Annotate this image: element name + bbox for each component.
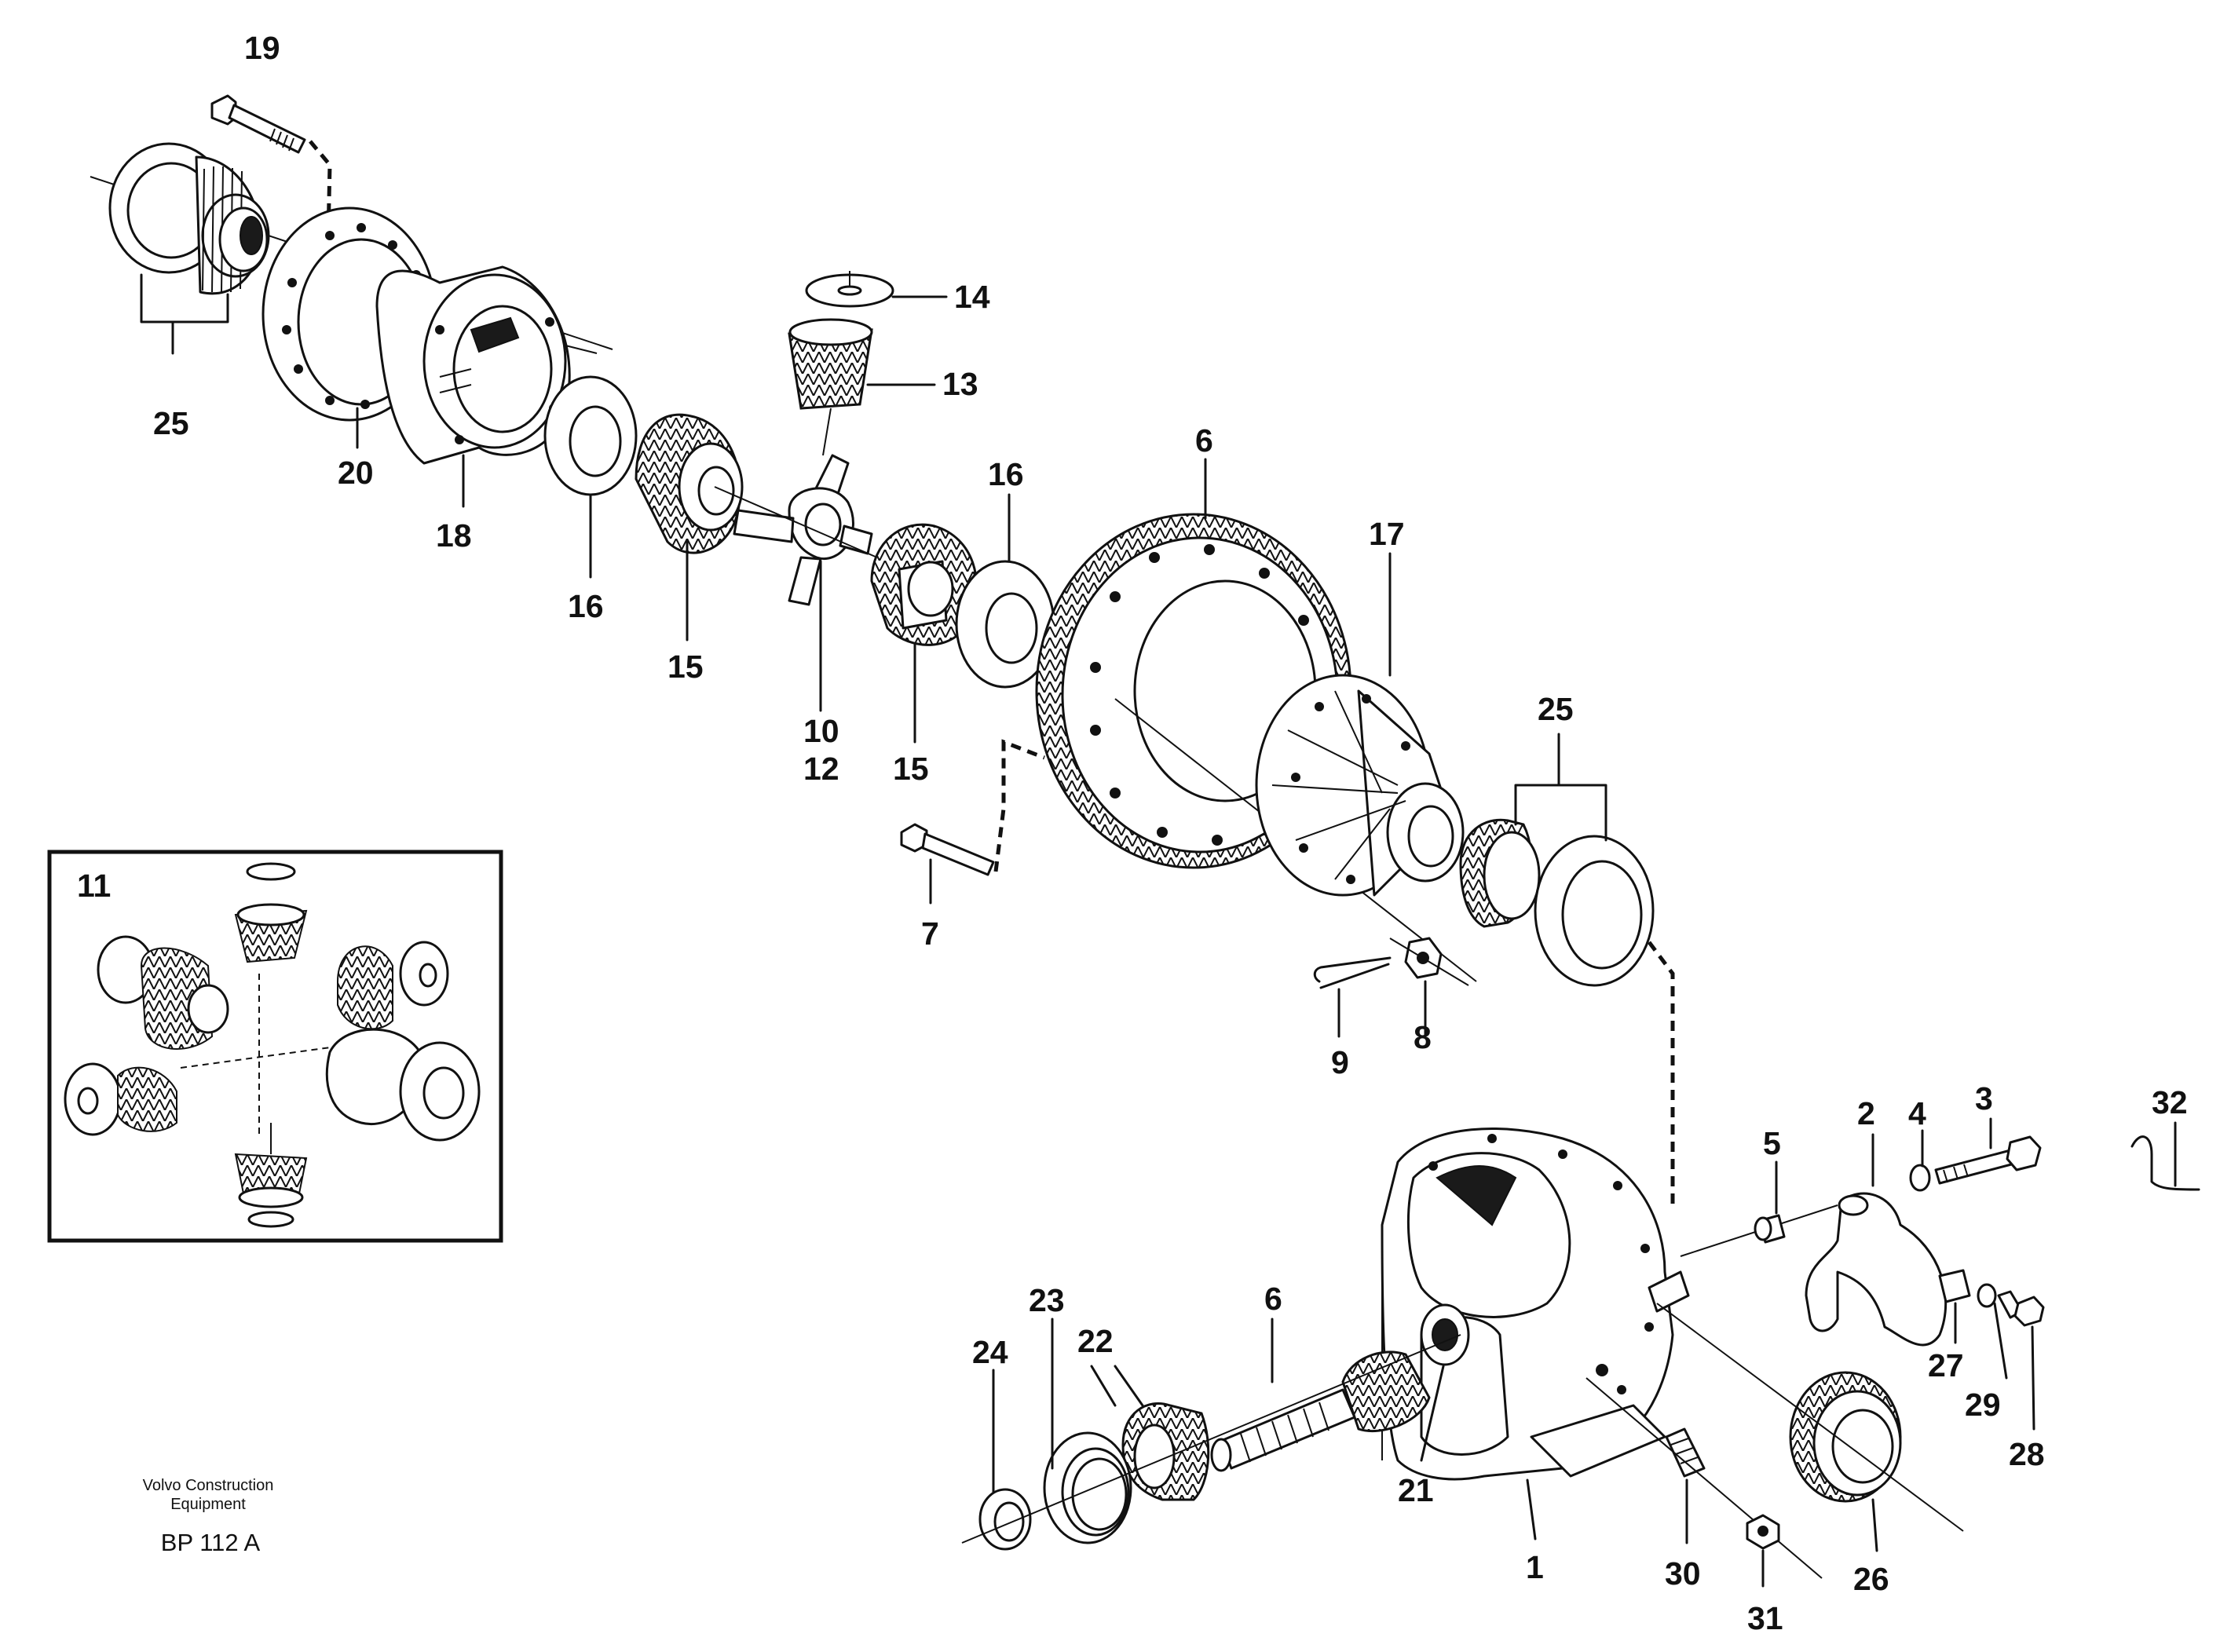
bearing-set-25-upper — [90, 142, 613, 355]
seal-24 — [961, 1334, 1461, 1551]
label-28: 28 — [2009, 1436, 2045, 1472]
bolt-3 — [1934, 1117, 2042, 1185]
footer-block: Volvo Construction Equipment BP 112 A — [143, 1477, 274, 1556]
label-25-upper: 25 — [153, 405, 189, 441]
label-10: 10 — [803, 713, 839, 749]
label-19: 19 — [244, 30, 280, 66]
crown-wheel-6 — [1035, 458, 1477, 982]
label-15-left: 15 — [667, 649, 704, 685]
nut-31 — [1746, 1514, 1780, 1588]
label-30: 30 — [1665, 1555, 1701, 1592]
bearing-cup-23 — [1043, 1318, 1132, 1544]
symbol-32 — [2130, 1121, 2200, 1191]
label-16-left: 16 — [568, 588, 604, 624]
thrust-washer-14 — [805, 271, 948, 308]
thrust-washer-16-right — [955, 493, 1055, 689]
pilot-bearing-21 — [1420, 1303, 1470, 1462]
washer-29 — [1977, 1283, 2008, 1380]
label-1: 1 — [1526, 1549, 1544, 1585]
label-14: 14 — [954, 279, 990, 315]
label-29: 29 — [1965, 1387, 2001, 1423]
castle-nut-8 — [1389, 937, 1469, 1038]
differential-case-17 — [1255, 552, 1465, 897]
label-22: 22 — [1077, 1323, 1114, 1359]
bolt-7 — [900, 823, 995, 905]
part-labels: 19 25 20 18 16 15 14 13 10 12 15 16 6 17… — [153, 30, 2188, 1636]
bearing-cap-2 — [1680, 1133, 1948, 1347]
label-5: 5 — [1763, 1125, 1781, 1161]
label-6-pinion: 6 — [1264, 1281, 1282, 1317]
bolt-28 — [1997, 1290, 2045, 1431]
label-26: 26 — [1853, 1561, 1889, 1597]
label-27: 27 — [1928, 1347, 1964, 1383]
label-6-crown: 6 — [1195, 422, 1213, 459]
inset-label: 11 — [77, 868, 111, 904]
lock-plate-27 — [1938, 1269, 1971, 1344]
pinion-gear-13 — [788, 318, 936, 456]
bearing-cone-22 — [1090, 1365, 1210, 1501]
label-20: 20 — [338, 455, 374, 491]
breather-plug-30 — [1585, 1377, 1823, 1579]
label-24: 24 — [972, 1334, 1008, 1370]
label-16-right: 16 — [988, 456, 1024, 492]
label-8: 8 — [1414, 1019, 1432, 1055]
differential-housing-18 — [375, 265, 598, 508]
label-15-right: 15 — [893, 751, 929, 787]
label-13: 13 — [942, 366, 978, 402]
manufacturer-line-2: Equipment — [170, 1496, 246, 1513]
alignment-dashed-line — [1648, 941, 1675, 1209]
label-23: 23 — [1029, 1282, 1065, 1318]
diagram-reference: BP 112 A — [161, 1529, 261, 1556]
side-gear-15-left — [635, 413, 744, 641]
spider-cross-10-12 — [714, 454, 896, 712]
manufacturer-line-1: Volvo Construction — [143, 1477, 274, 1494]
pinion-shaft-6 — [1210, 1318, 1431, 1472]
adjusting-nut-26 — [1656, 1303, 1964, 1552]
label-2: 2 — [1857, 1095, 1875, 1131]
inset-diagram-11: 11 — [47, 850, 503, 1243]
bolt-19 — [210, 94, 306, 154]
label-31: 31 — [1747, 1600, 1783, 1636]
cotter-pin-9 — [1313, 956, 1392, 1038]
final-drive-housing-1 — [1381, 1128, 1690, 1541]
label-3: 3 — [1975, 1080, 1993, 1117]
label-21: 21 — [1398, 1472, 1434, 1508]
bearing-set-25-right — [1459, 733, 1655, 987]
label-12: 12 — [803, 751, 839, 787]
bush-5 — [1754, 1160, 1786, 1244]
label-7: 7 — [921, 916, 939, 952]
label-32: 32 — [2152, 1084, 2188, 1120]
thrust-washer-16-left — [543, 375, 638, 579]
alignment-dashed-line — [993, 739, 1045, 872]
label-4: 4 — [1908, 1095, 1926, 1131]
label-18: 18 — [436, 517, 472, 554]
inset-spider-assembly — [64, 862, 481, 1228]
label-25-right: 25 — [1538, 691, 1574, 727]
side-gear-15-right — [870, 523, 978, 744]
label-9: 9 — [1331, 1044, 1349, 1080]
washer-4 — [1909, 1129, 1931, 1192]
label-17: 17 — [1369, 516, 1405, 552]
